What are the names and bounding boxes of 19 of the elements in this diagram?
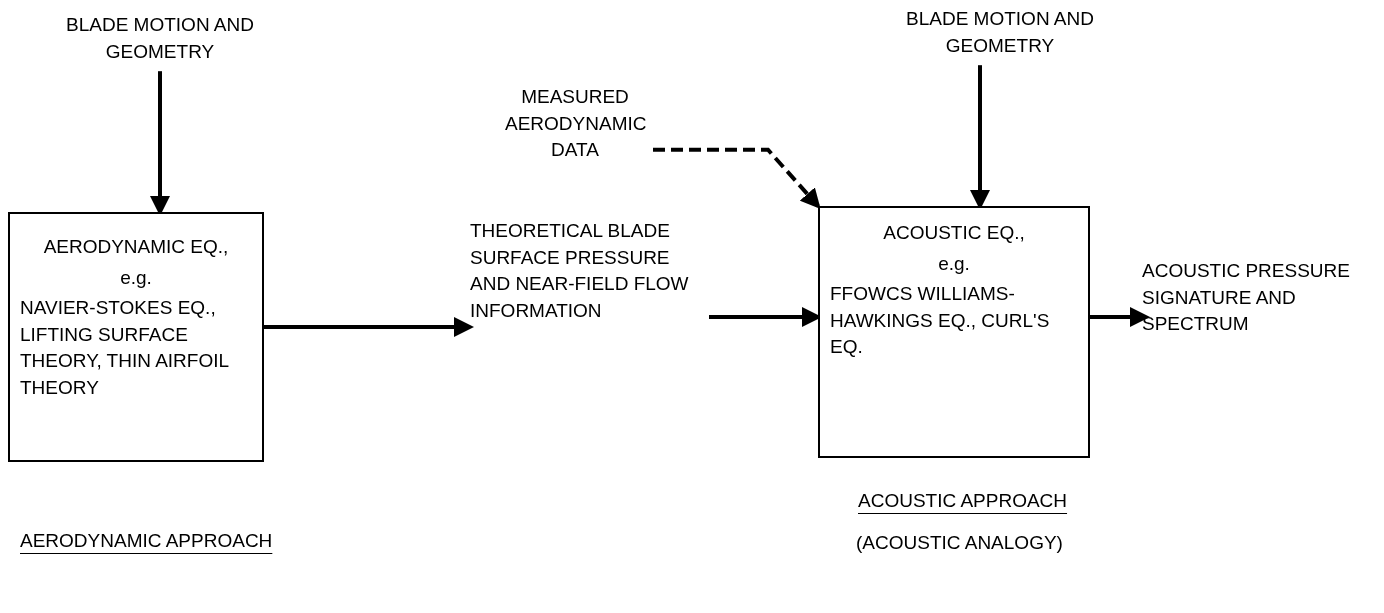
caption-label: AERODYNAMIC APPROACH [20,529,273,553]
arrow [264,317,474,337]
node-text: BLADE MOTION AND GEOMETRY [60,12,260,66]
arrow [1090,307,1150,327]
box-text: ACOUSTIC EQ., [882,221,1026,245]
node-text: MEASURED AERODYNAMIC DATA [505,84,645,164]
caption-label: (ACOUSTIC ANALOGY) [856,531,1063,555]
arrow [653,147,821,209]
process-box [8,212,264,462]
node-text: ACOUSTIC PRESSURE SIGNATURE AND SPECTRUM [1142,258,1378,338]
box-text: e.g. [119,265,153,290]
box-text: FFOWCS WILLIAMS-HAWKINGS EQ., CURL'S EQ. [830,282,1051,360]
caption-label: ACOUSTIC APPROACH [858,489,1068,513]
node-text: THEORETICAL BLADE SURFACE PRESSURE AND NEAR-FIELD FLOW INFORMATION [470,218,705,325]
box-text: NAVIER-STOKES EQ., LIFTING SURFACE THEORY, THIN AIRFOIL THEORY [20,296,230,400]
node-text: BLADE MOTION AND GEOMETRY [900,6,1100,60]
box-text: AERODYNAMIC EQ., [42,235,230,259]
box-text: e.g. [937,251,971,276]
process-box [818,206,1090,458]
